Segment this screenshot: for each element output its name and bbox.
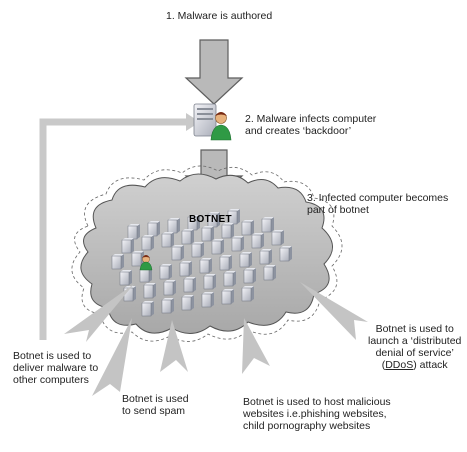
botnet-infected-user-icon — [139, 255, 153, 271]
botnet-computer-icon — [227, 209, 240, 225]
botnet-computer-icon — [263, 265, 276, 281]
outcome-deliver-malware: Botnet is used to deliver malware to oth… — [13, 350, 99, 386]
botnet-computer-icon — [199, 258, 212, 274]
botnet-computer-icon — [261, 217, 274, 233]
arrow-to-deliver-malware — [64, 284, 134, 342]
botnet-computer-icon — [201, 292, 214, 308]
botnet-computer-icon — [241, 220, 254, 236]
ddos-abbreviation: DDoS — [385, 359, 414, 371]
botnet-computer-icon — [251, 233, 264, 249]
botnet-computer-icon — [259, 249, 272, 265]
botnet-computer-icon — [271, 230, 284, 246]
arrow-to-spam — [92, 318, 132, 396]
outcome-ddos-attack: Botnet is used to launch a ‘distributed … — [368, 323, 461, 371]
ddos-text-prefix: Botnet is used to launch a ‘distributed … — [368, 323, 462, 371]
botnet-computer-icon — [191, 242, 204, 258]
botnet-computer-icon — [119, 270, 132, 286]
botnet-computer-icon — [141, 301, 154, 317]
arrow-authored-to-infection — [184, 39, 244, 105]
step-3-label: 3. Infected computer becomes part of bot… — [307, 192, 449, 216]
botnet-computer-icon — [161, 232, 174, 248]
arrow-to-host-websites-2 — [242, 318, 270, 374]
botnet-computer-icon — [221, 223, 234, 239]
botnet-computer-icon — [231, 236, 244, 252]
step-2-label: 2. Malware infects computer and creates … — [245, 113, 377, 137]
botnet-computer-icon — [167, 218, 180, 234]
botnet-computer-icon — [179, 261, 192, 277]
botnet-computer-icon — [203, 274, 216, 290]
botnet-computer-icon — [159, 264, 172, 280]
feedback-loop-arrowhead — [186, 113, 200, 131]
botnet-computer-icon — [241, 286, 254, 302]
botnet-computer-icon — [279, 246, 292, 262]
outcome-send-spam: Botnet is used to send spam — [122, 393, 189, 417]
outcome-host-websites: Botnet is used to host malicious website… — [243, 396, 391, 432]
feedback-loop-arrow — [39, 118, 188, 340]
botnet-computer-icon — [221, 289, 234, 305]
infected-computer-icon — [193, 103, 232, 141]
botnet-computer-icon — [147, 221, 160, 237]
arrow-to-ddos — [300, 282, 368, 340]
botnet-computer-icon — [127, 224, 140, 240]
botnet-computer-icon — [219, 255, 232, 271]
ddos-text-suffix: ) attack — [413, 359, 448, 371]
botnet-computer-icon — [121, 238, 134, 254]
botnet-computer-icon — [163, 280, 176, 296]
arrow-to-host-websites — [160, 320, 188, 372]
botnet-computer-icon — [161, 298, 174, 314]
botnet-computer-icon — [181, 295, 194, 311]
botnet-computer-icon — [243, 268, 256, 284]
botnet-computer-icon — [181, 229, 194, 245]
botnet-computer-icon — [143, 283, 156, 299]
botnet-computer-icon — [111, 254, 124, 270]
botnet-title: BOTNET — [189, 214, 232, 225]
botnet-computer-icon — [141, 235, 154, 251]
botnet-computer-icon — [201, 226, 214, 242]
botnet-cloud — [71, 165, 343, 342]
botnet-computer-icon — [223, 271, 236, 287]
step-1-label: 1. Malware is authored — [166, 10, 273, 22]
botnet-computer-icon — [183, 277, 196, 293]
botnet-computer-icon — [239, 252, 252, 268]
botnet-computer-icon — [171, 245, 184, 261]
botnet-computer-icon — [211, 239, 224, 255]
